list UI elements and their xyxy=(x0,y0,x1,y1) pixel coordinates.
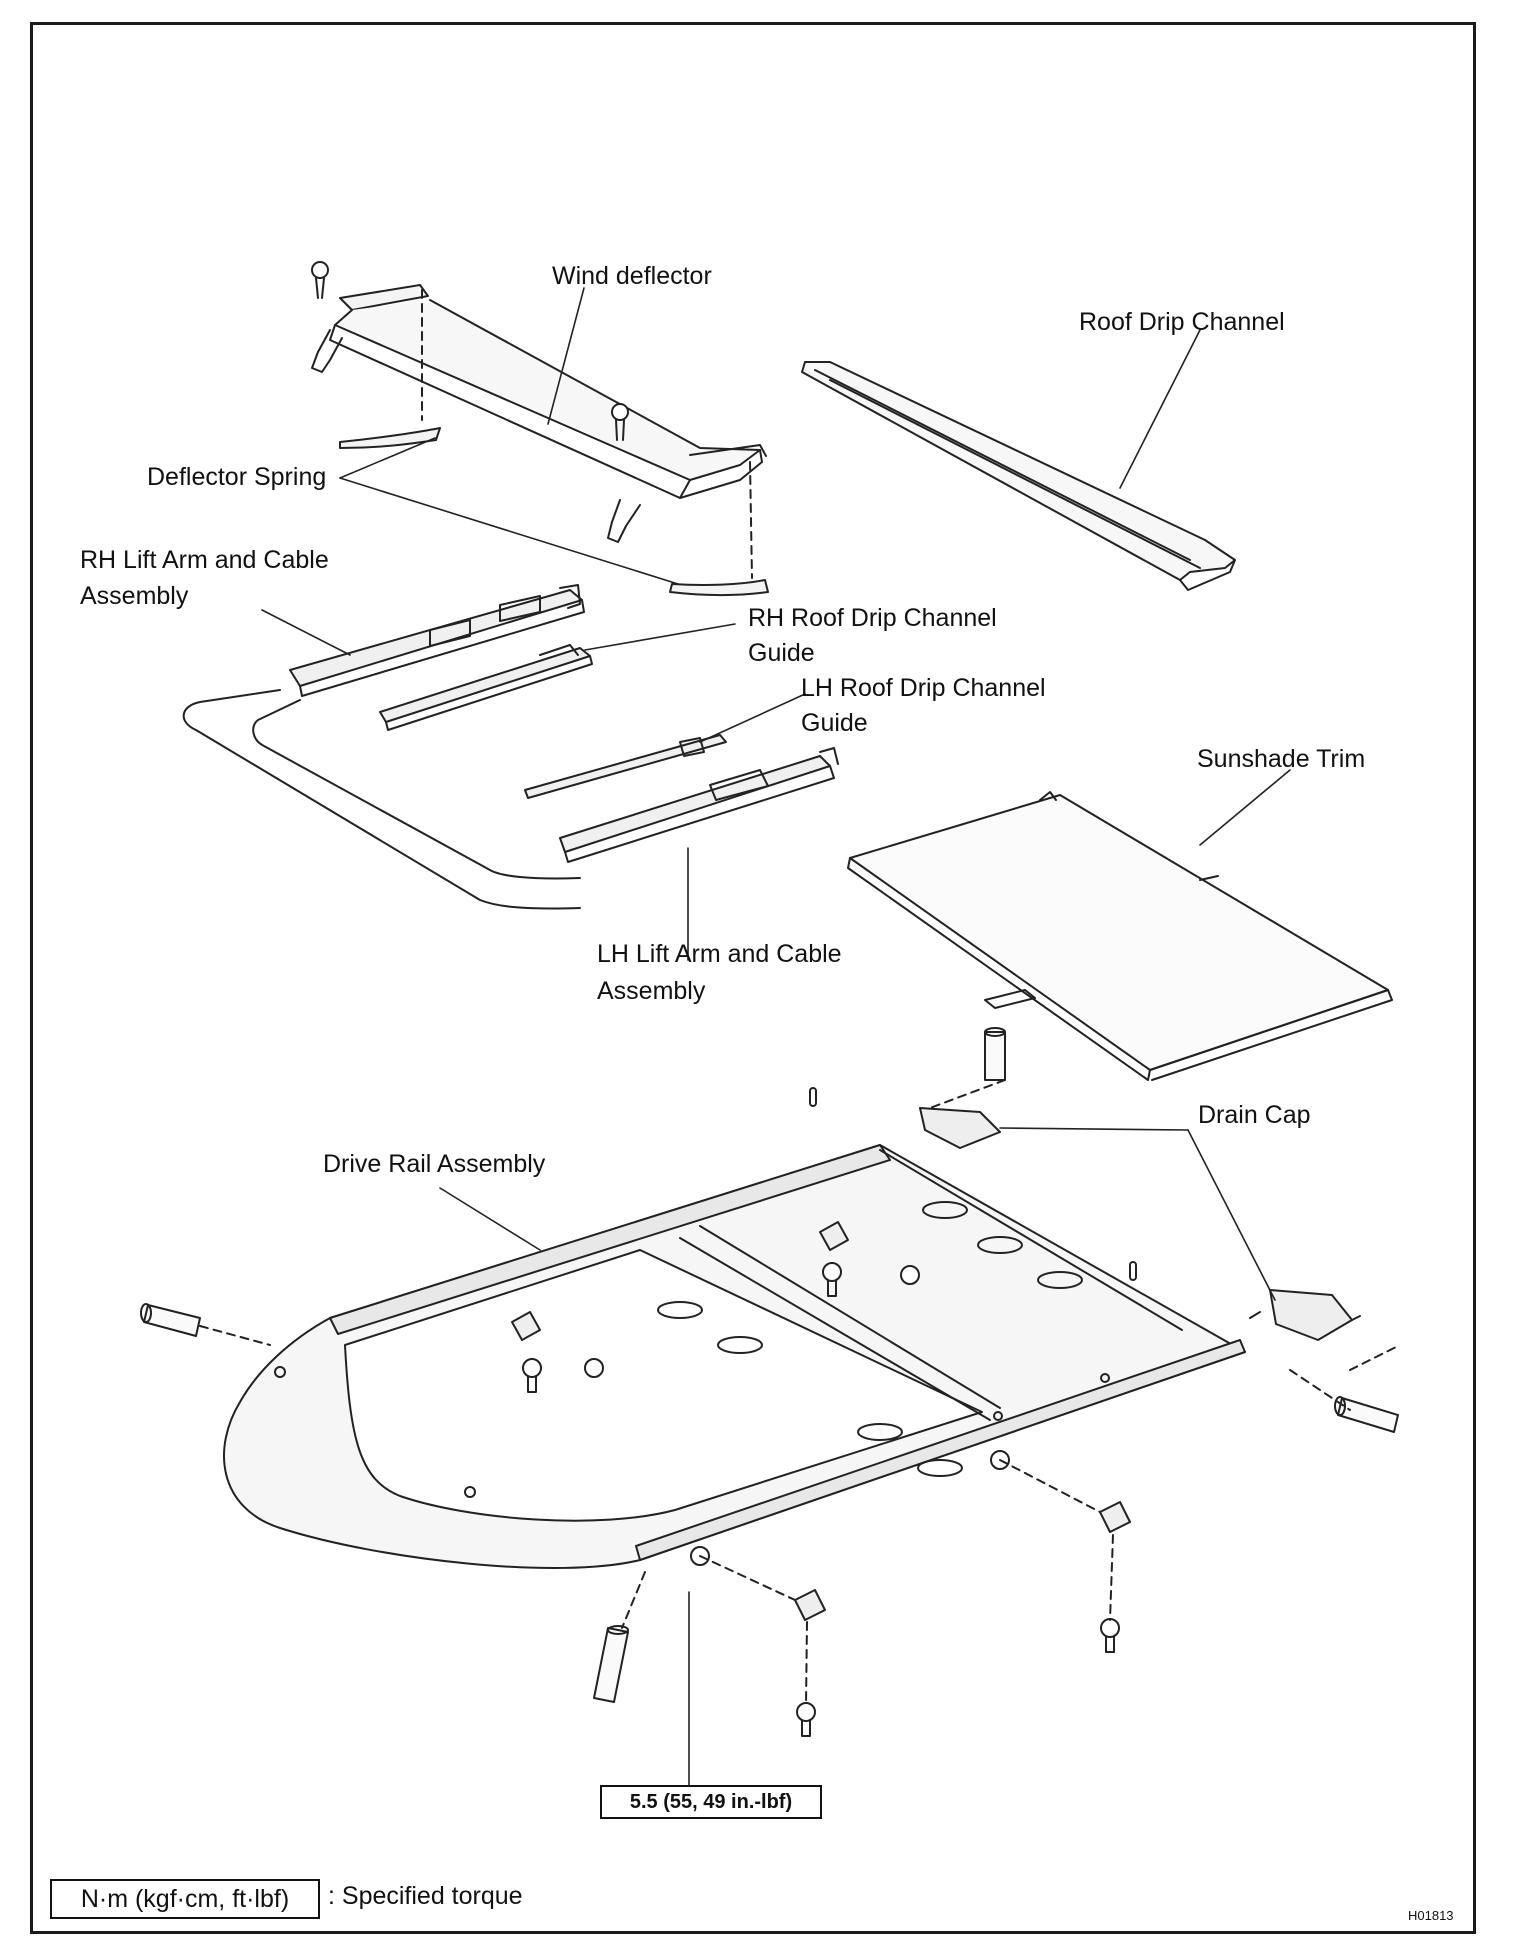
drain-hoses xyxy=(140,1027,1401,1703)
lh-lift-arm-part xyxy=(559,747,839,863)
sunshade-trim-part xyxy=(847,791,1393,1081)
lh-roof-drip-guide-label-line1: LH Roof Drip Channel xyxy=(801,674,1046,702)
roof-drip-channel-label: Roof Drip Channel xyxy=(1079,308,1285,336)
figure-code: H01813 xyxy=(1408,1908,1454,1923)
lh-lift-arm-label-line1: LH Lift Arm and Cable xyxy=(597,940,842,968)
deflector-springs xyxy=(339,427,769,596)
wind-deflector-part xyxy=(311,284,767,543)
wind-deflector-label: Wind deflector xyxy=(552,262,712,290)
drive-rail-part xyxy=(223,1144,1246,1569)
lh-lift-arm-label-line2: Assembly xyxy=(597,977,706,1005)
rh-guide-part xyxy=(379,644,593,731)
drain-caps xyxy=(919,1107,1361,1341)
deflector-screws xyxy=(311,261,753,579)
drain-cap-label: Drain Cap xyxy=(1198,1101,1311,1129)
rh-lift-arm-label-line1: RH Lift Arm and Cable xyxy=(80,546,329,574)
lh-guide-part xyxy=(524,734,727,799)
rh-lift-arm-label-line2: Assembly xyxy=(80,582,189,610)
roof-drip-channel-part xyxy=(801,361,1236,591)
cable-frame xyxy=(182,689,581,910)
torque-spec-box: 5.5 (55, 49 in.-lbf) xyxy=(600,1785,822,1819)
rh-roof-drip-guide-label-line2: Guide xyxy=(748,639,815,667)
legend-description: : Specified torque xyxy=(328,1882,523,1910)
rh-lift-arm-part xyxy=(289,584,585,697)
lh-roof-drip-guide-label-line2: Guide xyxy=(801,709,868,737)
brackets-and-bolts xyxy=(511,1087,1137,1737)
drive-rail-assembly-label: Drive Rail Assembly xyxy=(323,1150,546,1178)
leader-lines xyxy=(261,287,1291,1786)
deflector-spring-label: Deflector Spring xyxy=(147,463,327,491)
sunshade-trim-label: Sunshade Trim xyxy=(1197,745,1366,773)
rh-roof-drip-guide-label-line1: RH Roof Drip Channel xyxy=(748,604,997,632)
legend-unit-box: N·m (kgf·cm, ft·lbf) xyxy=(50,1879,320,1919)
